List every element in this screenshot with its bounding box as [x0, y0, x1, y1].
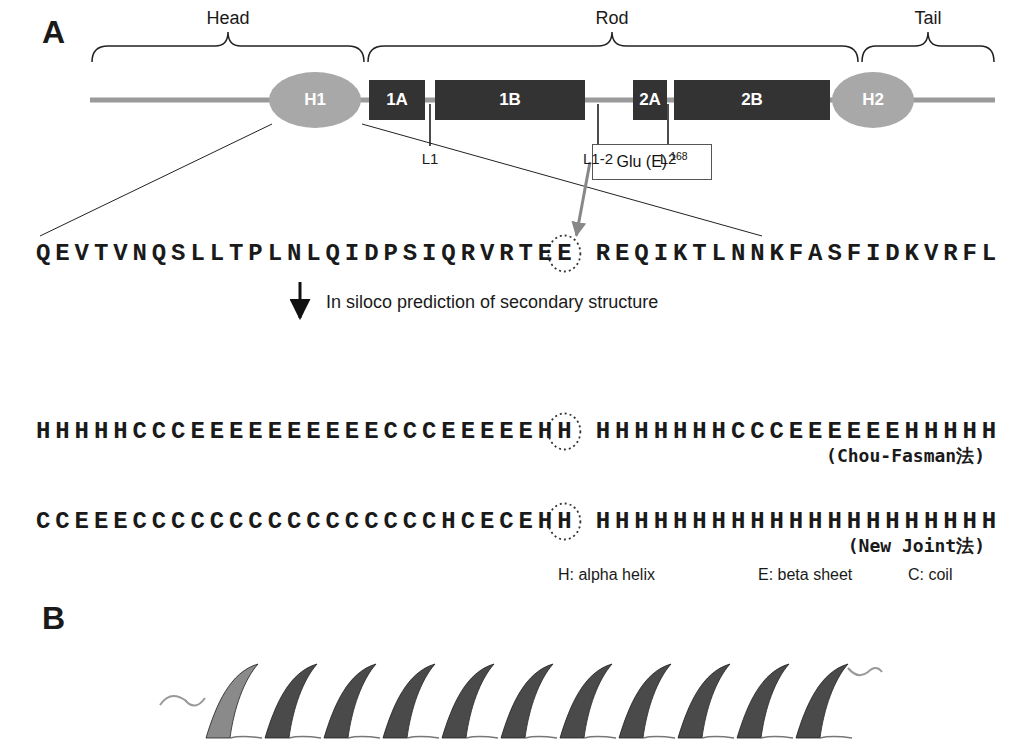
helix-turn: [383, 664, 435, 738]
helix-turn: [206, 664, 258, 738]
helix-turn: [501, 664, 553, 738]
helix-edge: [289, 737, 321, 739]
callout-arrow: [576, 162, 590, 236]
node-label: 1B: [499, 90, 521, 110]
node-label: H1: [304, 90, 326, 110]
prediction-sequence: CCEEECCCCCCCCCCCCCCCCHCECEHH HHHHHHHHHHH…: [36, 508, 1001, 535]
helix-edge: [643, 737, 675, 739]
linker-name: L2: [660, 150, 677, 167]
region-name: Tail: [914, 8, 941, 29]
node-label: 1A: [386, 90, 408, 110]
helix-turn: [265, 664, 317, 738]
domain-ellipse: H2: [832, 72, 914, 128]
helix-tail: [160, 696, 205, 706]
helix-turn: [678, 664, 730, 738]
domain-box: 2B: [674, 80, 830, 120]
helix-turn: [737, 664, 789, 738]
method-note: In siloco prediction of secondary struct…: [326, 292, 658, 313]
helix-edge: [820, 737, 852, 739]
region-name: Head: [206, 8, 249, 29]
helix-edge: [525, 737, 557, 739]
region-name: Rod: [595, 8, 628, 29]
domain-box: 1B: [435, 80, 585, 120]
helix-turn: [796, 664, 848, 738]
domain-box: 2A: [633, 80, 667, 120]
helix-illustration: [160, 664, 882, 738]
helix-edge: [702, 737, 734, 739]
panel-letter: B: [42, 600, 65, 637]
helix-turn: [619, 664, 671, 738]
node-label: 2A: [639, 90, 661, 110]
helix-tail: [848, 668, 882, 675]
panel-letter: A: [42, 14, 65, 51]
helix-edge: [584, 737, 616, 739]
linker-name: L1: [422, 150, 439, 167]
helix-edge: [761, 737, 793, 739]
zoom-line: [40, 124, 762, 236]
legend-note: E: beta sheet: [758, 566, 852, 584]
sequence: QEVTVNQSLLTPLNLQIDPSIQRVRTEE REQIKTLNNKF…: [36, 240, 1001, 267]
domain-ellipse: H1: [269, 72, 361, 128]
node-label: H2: [862, 90, 884, 110]
helix-edge: [407, 737, 439, 739]
method-name: (New Joint法): [848, 534, 985, 558]
domain-box: 1A: [369, 80, 425, 120]
node-label: Glu (E): [616, 153, 667, 171]
helix-turn: [442, 664, 494, 738]
node-label: 2B: [741, 90, 763, 110]
linker-name: L1-2: [583, 150, 613, 167]
down-arrow: [299, 282, 302, 318]
helix-edge: [230, 737, 262, 739]
helix-turn: [560, 664, 612, 738]
legend-note: C: coil: [908, 566, 952, 584]
helix-edge: [466, 737, 498, 739]
bracket: [92, 32, 994, 62]
helix-turn: [324, 664, 376, 738]
method-name: (Chou-Fasman法): [826, 444, 985, 468]
helix-edge: [348, 737, 380, 739]
legend-note: H: alpha helix: [558, 566, 655, 584]
prediction-sequence: HHHHHCCCEEEEEEEEEECCCEEEEEHH HHHHHHHCCCE…: [36, 418, 1001, 445]
